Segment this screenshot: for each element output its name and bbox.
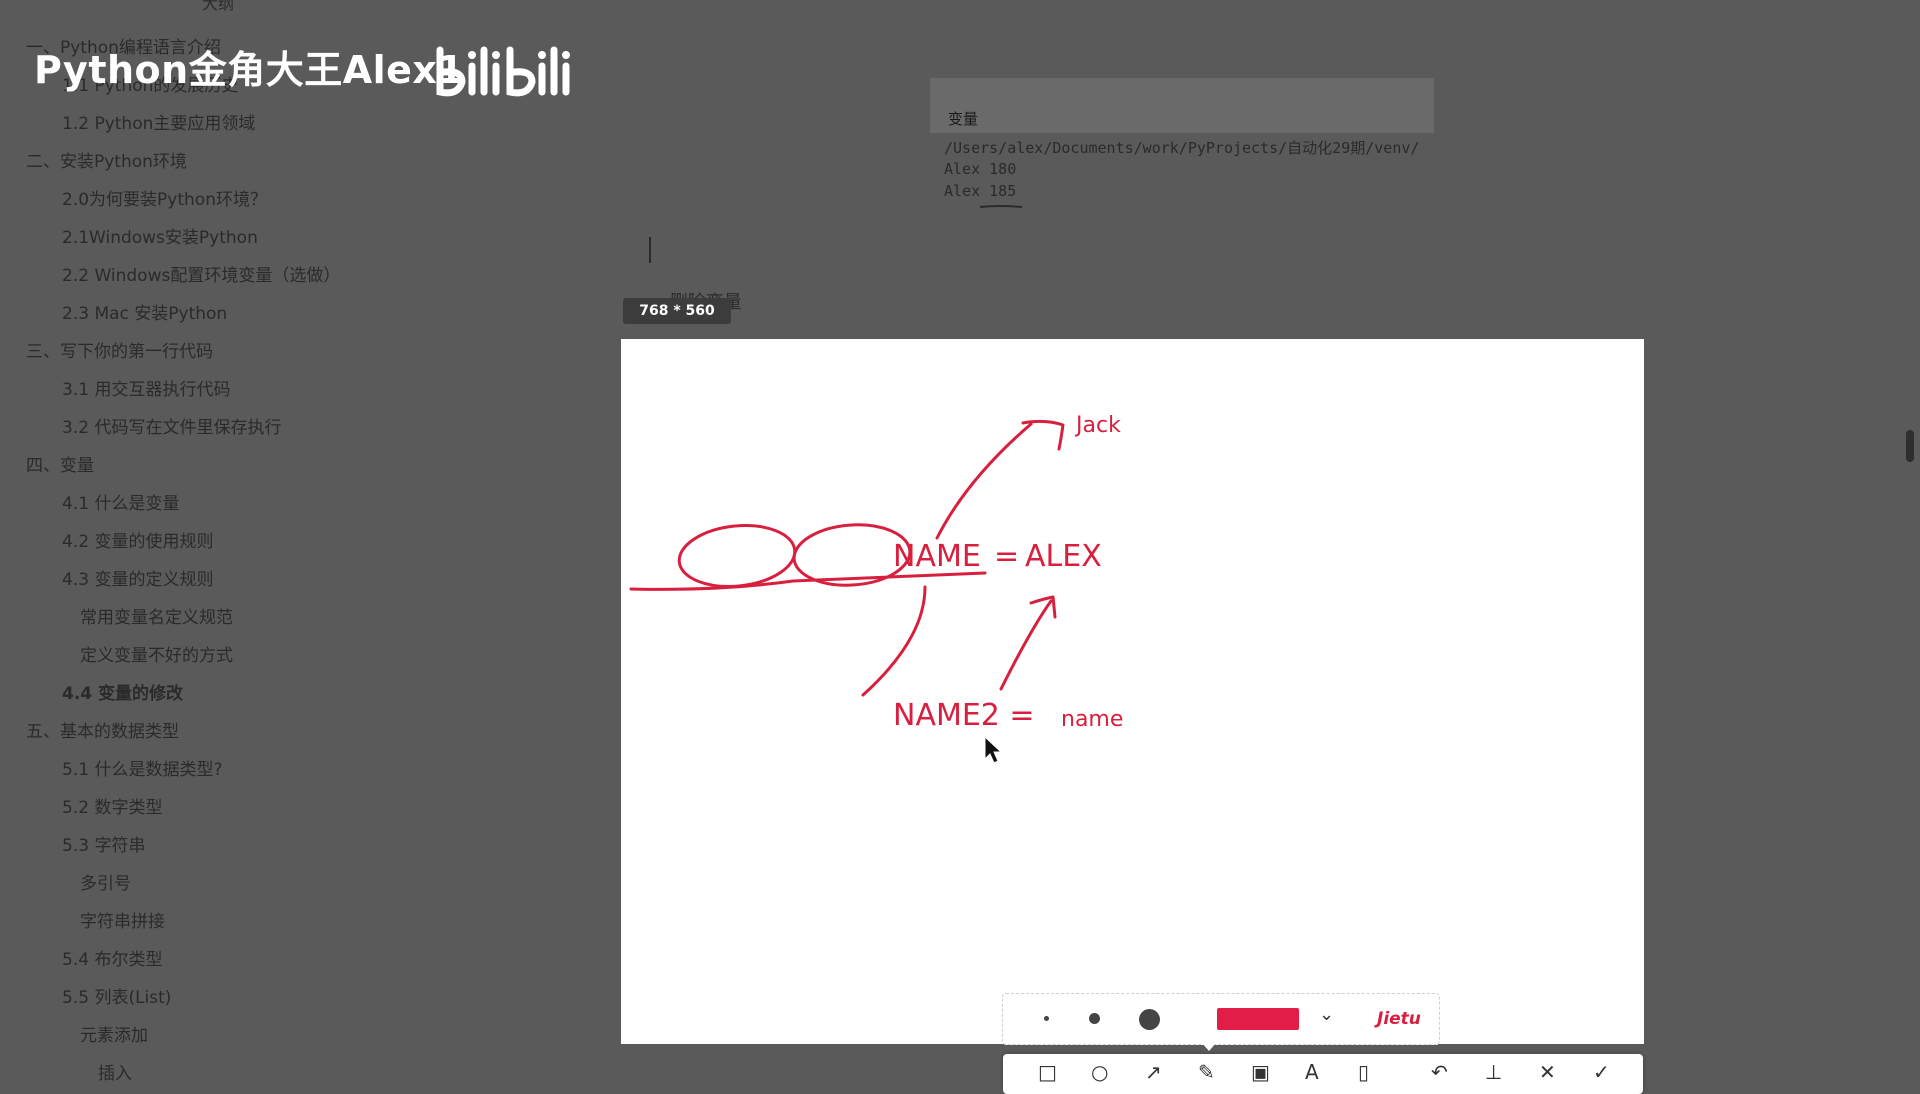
- undo-icon[interactable]: ↶: [1431, 1060, 1448, 1084]
- toc-item[interactable]: 常用变量名定义规范: [80, 608, 233, 628]
- toc-item[interactable]: 字符串拼接: [80, 912, 165, 932]
- arrow-to-jack: [935, 422, 1033, 540]
- toc-item[interactable]: 五、基本的数据类型: [26, 722, 179, 742]
- toc-item[interactable]: 4.2 变量的使用规则: [62, 532, 214, 552]
- toc-item[interactable]: 2.2 Windows配置环境变量（选做）: [62, 266, 341, 286]
- text-icon[interactable]: A: [1305, 1060, 1319, 1084]
- console-line: /Users/alex/Documents/work/PyProjects/自动…: [944, 139, 1420, 157]
- toc-item[interactable]: 4.3 变量的定义规则: [62, 570, 214, 590]
- circle-around-name: [677, 524, 797, 588]
- toc-item[interactable]: 5.4 布尔类型: [62, 950, 163, 970]
- console-line: Alex 185: [944, 182, 1017, 200]
- toc-item[interactable]: 4.1 什么是变量: [62, 494, 180, 514]
- toc-item[interactable]: 2.3 Mac 安装Python: [62, 304, 228, 324]
- toc-item[interactable]: 2.0为何要装Python环境？: [62, 190, 267, 210]
- toc-item[interactable]: 5.5 列表(List): [62, 988, 172, 1008]
- toc-item[interactable]: 1.2 Python主要应用领域: [62, 114, 256, 134]
- toc-item[interactable]: 5.3 字符串: [62, 836, 146, 856]
- annotation-layer: [629, 419, 1065, 764]
- large-dot-icon[interactable]: [1139, 1009, 1160, 1030]
- capture-size-badge: 768 * 560: [623, 298, 731, 324]
- toc-item[interactable]: 四、变量: [26, 456, 94, 476]
- scrollbar-thumb[interactable]: [1906, 430, 1914, 462]
- annotation-toolbar: □ ○ ↗ ✎ ▣ A ▯ ↶ ⊥ ✕ ✓: [1003, 1054, 1643, 1094]
- pen-icon[interactable]: ✎: [1198, 1060, 1215, 1084]
- check-icon[interactable]: ✓: [1593, 1060, 1610, 1084]
- underline-alex: [629, 571, 987, 591]
- capture-region[interactable]: Jack NAME = ALEX NAME2 = name: [621, 339, 1644, 1044]
- chevron-down-icon[interactable]: ⌄: [1319, 1004, 1335, 1025]
- close-icon[interactable]: ✕: [1539, 1060, 1556, 1084]
- outline-panel: 大纲 一、Python编程语言介绍 1.1 Python的发展历史 1.2 Pyth…: [0, 0, 560, 1084]
- brush-options-bar: ⌄ Jietu: [1002, 993, 1440, 1045]
- circle-around-alex: [792, 523, 912, 587]
- mouse-pointer-icon: [984, 735, 1003, 764]
- toc-item[interactable]: 4.4 变量的修改: [62, 684, 184, 704]
- toc-item[interactable]: 1.1 Python的发展历史: [62, 76, 239, 96]
- arrow-to-jack-head: [1021, 419, 1065, 451]
- toc-item[interactable]: 多引号: [80, 874, 131, 894]
- toc-item[interactable]: 5.1 什么是数据类型?: [62, 760, 223, 780]
- rectangle-icon[interactable]: □: [1038, 1060, 1057, 1084]
- outline-title: 大纲: [202, 0, 235, 13]
- arrow-to-alex: [999, 599, 1053, 691]
- label-name-small: name: [1061, 707, 1124, 732]
- toc-item[interactable]: 定义变量不好的方式: [80, 646, 233, 666]
- toc-item[interactable]: 5.2 数字类型: [62, 798, 163, 818]
- eraser-icon[interactable]: ▯: [1358, 1060, 1370, 1084]
- ellipse-icon[interactable]: ○: [1091, 1060, 1109, 1084]
- jietu-brand: Jietu: [1377, 1009, 1421, 1029]
- label-equals: =: [994, 539, 1020, 574]
- label-name2: NAME2 =: [893, 698, 1035, 733]
- toc-item[interactable]: 三、写下你的第一行代码: [26, 342, 213, 362]
- stroke-down-from-name: [861, 585, 927, 697]
- toc-item[interactable]: 3.2 代码写在文件里保存执行: [62, 418, 282, 438]
- console-header-strip: [930, 78, 1434, 133]
- console-tab-label[interactable]: 变量: [948, 110, 979, 128]
- label-jack: Jack: [1076, 413, 1121, 438]
- bilibili-logo-icon: [436, 46, 570, 97]
- text-cursor: [649, 237, 651, 263]
- toolbar-caret: [1202, 1043, 1216, 1051]
- pin-icon[interactable]: ⊥: [1485, 1060, 1503, 1084]
- arrow-to-alex-head: [1029, 595, 1057, 619]
- label-name: NAME: [893, 539, 981, 574]
- underline-mark: [979, 205, 1023, 208]
- toc-item[interactable]: 二、安装Python环境: [26, 152, 187, 172]
- console-line: Alex 180: [944, 160, 1017, 178]
- small-dot-icon[interactable]: [1044, 1016, 1049, 1021]
- toc-item[interactable]: 2.1Windows安装Python: [62, 228, 258, 248]
- uploader-watermark: Python金角大王Alex1: [34, 48, 465, 92]
- toc-item[interactable]: 一、Python编程语言介绍: [26, 38, 221, 58]
- medium-dot-icon[interactable]: [1089, 1013, 1100, 1024]
- toc-item[interactable]: 元素添加: [80, 1026, 148, 1046]
- toc-item[interactable]: 3.1 用交互器执行代码: [62, 380, 231, 400]
- arrow-icon[interactable]: ↗: [1145, 1060, 1162, 1084]
- label-alex: ALEX: [1025, 539, 1102, 574]
- mosaic-icon[interactable]: ▣: [1251, 1060, 1270, 1084]
- toc-item[interactable]: 插入: [98, 1064, 132, 1084]
- color-swatch[interactable]: [1217, 1008, 1299, 1030]
